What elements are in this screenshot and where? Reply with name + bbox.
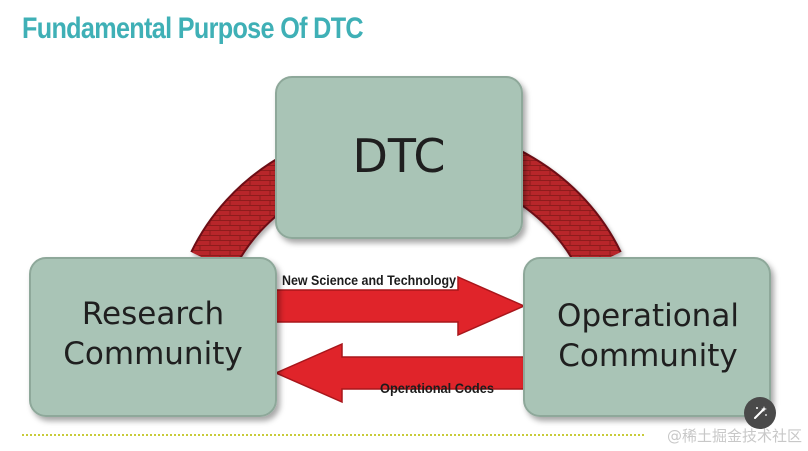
magic-wand-icon — [752, 405, 768, 421]
box-operational-community: Operational Community — [523, 257, 771, 417]
slide-title: Fundamental Purpose Of DTC — [22, 12, 364, 45]
arrow-operational-codes: Operational Codes — [274, 342, 525, 404]
watermark-text: @稀土掘金技术社区 — [666, 427, 802, 445]
arrow-label-operational-codes: Operational Codes — [380, 381, 494, 396]
box-operational-line1: Operational — [557, 298, 739, 334]
arrow-new-science: New Science and Technology — [275, 273, 526, 337]
arrow-label-new-science: New Science and Technology — [282, 273, 456, 288]
footer-divider — [22, 434, 644, 436]
box-research-line1: Research — [82, 296, 224, 332]
box-dtc-label: DTC — [353, 129, 446, 183]
box-research-community: Research Community — [29, 257, 277, 417]
box-dtc: DTC — [275, 76, 523, 239]
magic-wand-button[interactable] — [744, 397, 776, 429]
box-operational-line2: Community — [558, 338, 737, 374]
box-research-line2: Community — [63, 336, 242, 372]
